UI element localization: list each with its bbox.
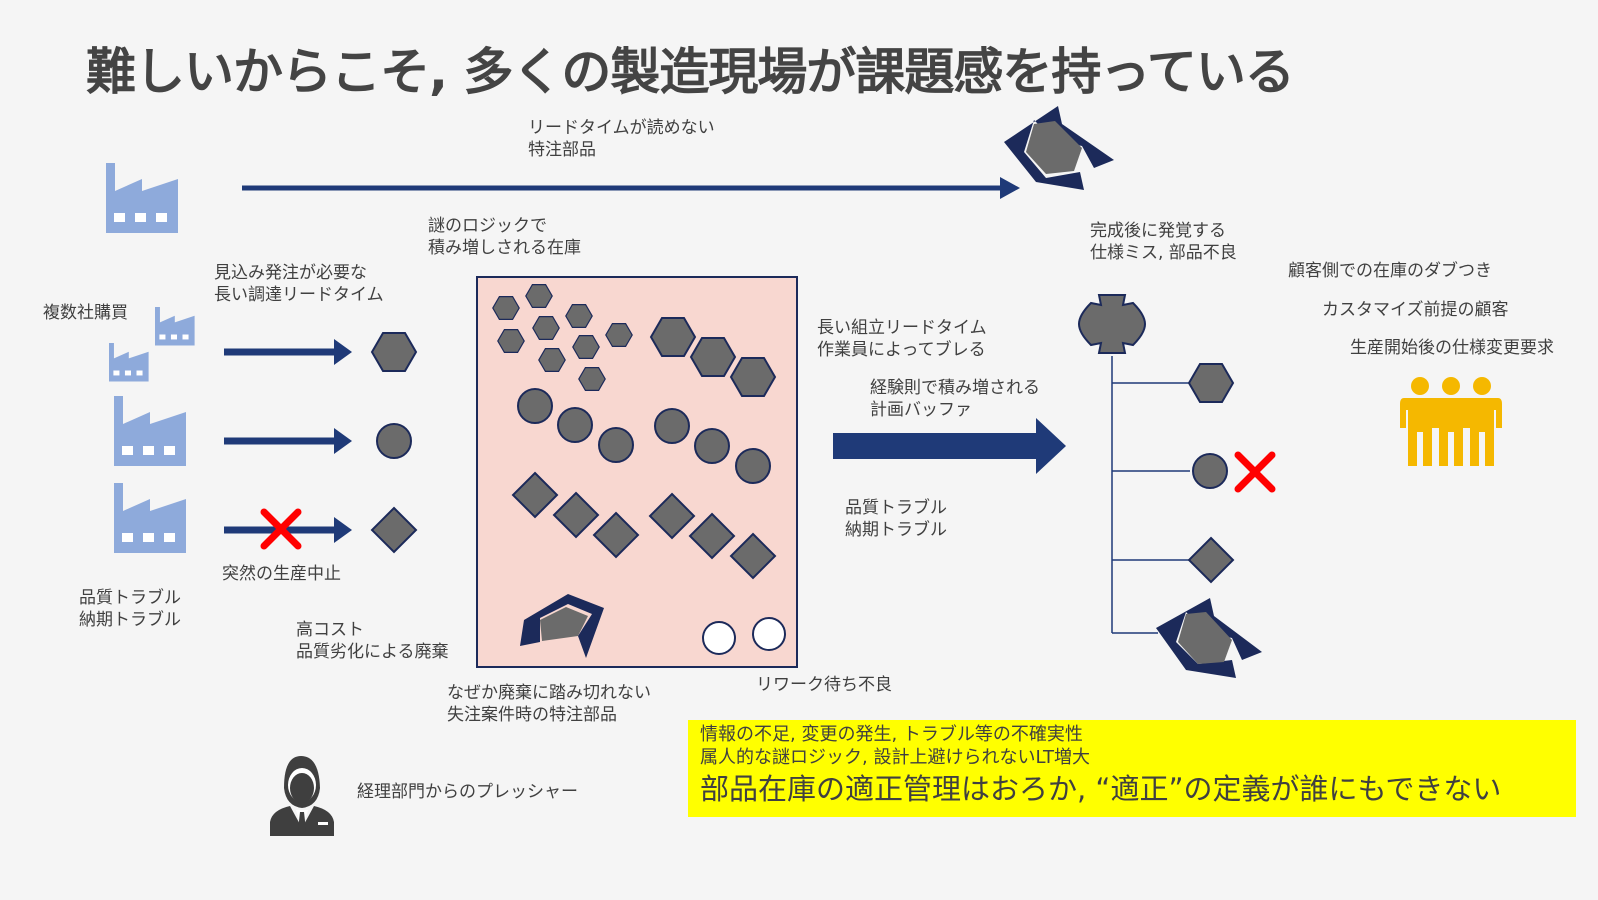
businessman-icon <box>270 756 334 836</box>
cross-icon <box>1238 455 1272 489</box>
inventory-circles <box>517 388 771 484</box>
factory-icon <box>155 307 195 346</box>
label-assembly-lt: 長い組立リードタイム 作業員によってブレる <box>817 318 987 360</box>
circle-part-icon <box>376 423 412 459</box>
procure-arrow <box>224 339 352 365</box>
factory-icon <box>114 396 186 466</box>
custom-part-arrowhead <box>1000 177 1020 199</box>
circle-part-icon <box>1192 453 1228 489</box>
label-customer-change: 生産開始後の仕様変更要求 <box>1350 338 1554 358</box>
label-cant-dispose: なぜか廃棄に踏み切れない 失注案件時の特注部品 <box>447 683 651 725</box>
procure-arrow <box>224 428 352 454</box>
hexagon-part-icon <box>371 332 417 372</box>
label-quality-mid: 品質トラブル 納期トラブル <box>845 498 947 540</box>
label-buffer: 経験則で積み増される 計画バッファ <box>870 378 1040 420</box>
people-icon <box>1400 377 1502 466</box>
label-leadtime-unknown: リードタイムが読めない 特注部品 <box>528 118 715 160</box>
label-long-procurement: 見込み発注が必要な 長い調達リードタイム <box>214 263 384 305</box>
factory-icon <box>109 343 149 382</box>
label-quality-left: 品質トラブル 納期トラブル <box>79 588 181 630</box>
summary-line-1: 情報の不足, 変更の発生, トラブル等の不確実性 <box>700 724 1083 745</box>
diamond-part-icon <box>1188 537 1234 583</box>
label-customer-stock: 顧客側での在庫のダブつき <box>1288 261 1492 281</box>
custom-part-icon <box>520 594 604 658</box>
label-finance: 経理部門からのプレッシャー <box>357 782 578 802</box>
page-title: 難しいからこそ, 多くの製造現場が課題感を持っている <box>86 43 1295 101</box>
assembly-arrow <box>833 418 1066 474</box>
summary-line-2: 属人的な謎ロジック, 設計上避けられないLT増大 <box>700 747 1090 768</box>
custom-part-icon <box>1004 106 1114 190</box>
factory-icon <box>106 163 178 233</box>
label-rework: リワーク待ち不良 <box>756 675 892 695</box>
custom-part-icon <box>1156 598 1262 678</box>
label-multi-vendor: 複数社購買 <box>43 303 128 323</box>
label-spec-miss: 完成後に発覚する 仕様ミス, 部品不良 <box>1090 221 1237 263</box>
summary-line-3: 部品在庫の適正管理はおろか, “適正”の定義が誰にもできない <box>700 772 1502 806</box>
label-sudden-stop: 突然の生産中止 <box>222 564 341 584</box>
assembly-part-icon <box>1077 294 1147 354</box>
label-high-cost: 高コスト 品質劣化による廃棄 <box>296 620 449 662</box>
hexagon-part-icon <box>1188 363 1234 403</box>
rework-defect-circles <box>702 617 786 655</box>
label-customer-custom: カスタマイズ前提の顧客 <box>1322 300 1509 320</box>
factory-icon <box>114 483 186 553</box>
assembly-tree-lines <box>1111 356 1190 634</box>
label-mystery-stock: 謎のロジックで 積み増しされる在庫 <box>428 216 581 258</box>
diamond-part-icon <box>371 507 417 553</box>
summary-box: 情報の不足, 変更の発生, トラブル等の不確実性 属人的な謎ロジック, 設計上避… <box>688 720 1576 817</box>
